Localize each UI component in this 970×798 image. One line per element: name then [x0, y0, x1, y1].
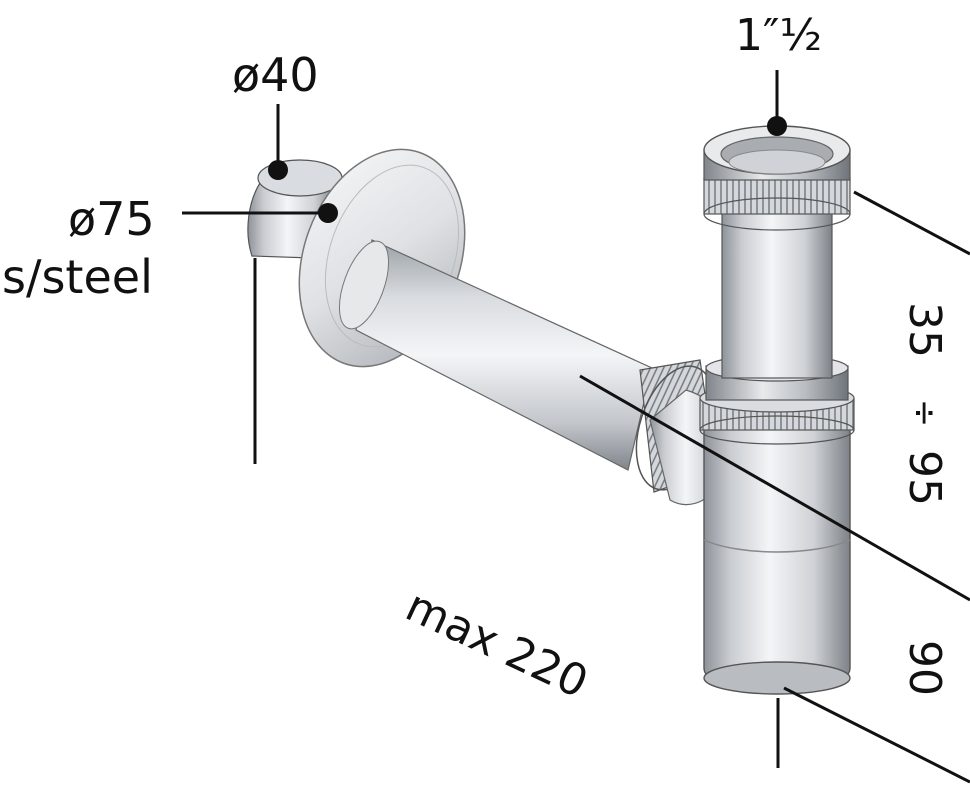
leader-lines: [182, 70, 970, 784]
leader-dots: [268, 116, 787, 223]
height-adjust-separator: ÷: [904, 398, 945, 428]
height-adjust-min-label: 35: [899, 302, 950, 358]
trap-body: [703, 417, 851, 695]
wall-pipe: [338, 239, 653, 471]
flange-diameter-label: ø75: [68, 192, 155, 246]
flange-material-label: s/steel: [2, 250, 153, 304]
tailpipe: [721, 205, 833, 379]
inlet-thread-label: 1″½: [735, 10, 823, 61]
trap-depth-label: 90: [899, 640, 950, 696]
height-adjust-max-label: 95: [899, 450, 950, 506]
inlet-nut: [703, 125, 851, 231]
outlet-diameter-label: ø40: [232, 48, 319, 102]
